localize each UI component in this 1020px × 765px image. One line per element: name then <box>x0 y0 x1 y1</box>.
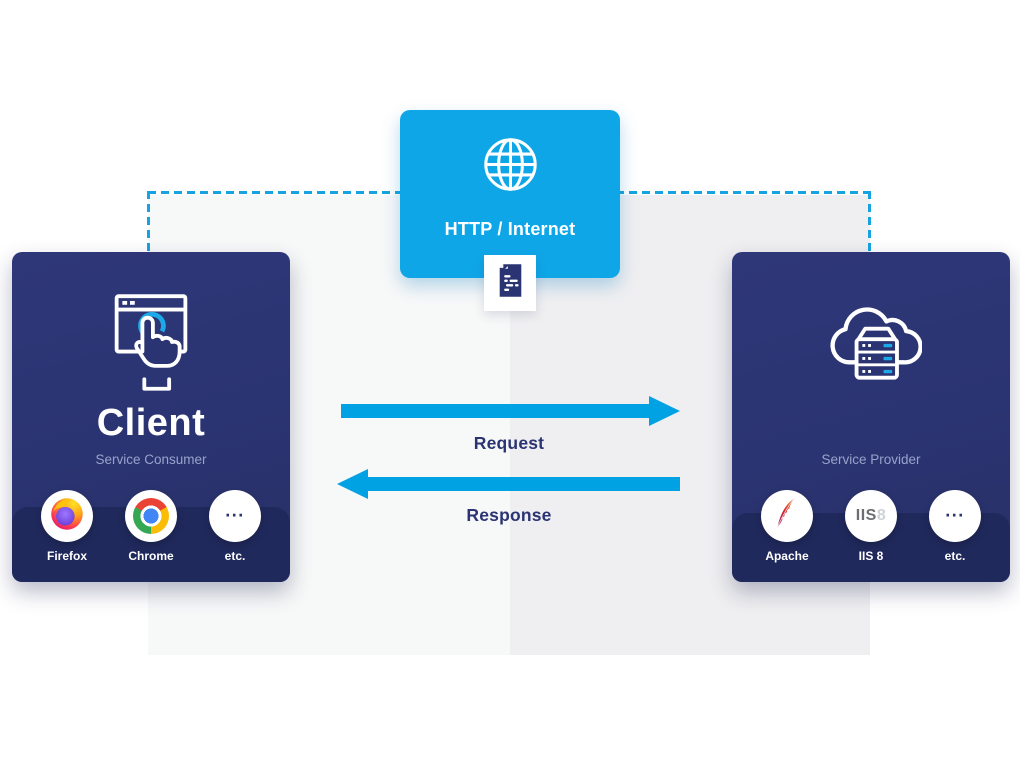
platform-item-apache: Apache <box>755 490 819 563</box>
platform-circle <box>761 490 813 542</box>
request-label: Request <box>473 433 545 453</box>
client-title: Client <box>96 402 206 444</box>
response-label: Response <box>466 505 552 525</box>
platform-item-iis: IIS8 IIS 8 <box>839 490 903 563</box>
globe-icon <box>482 136 539 198</box>
dashed-connector-right <box>868 191 871 253</box>
platform-circle: IIS8 <box>845 490 897 542</box>
provider-card: Service Provider <box>732 252 1010 582</box>
cloud-server-icon <box>820 298 923 397</box>
platform-label: Chrome <box>128 549 174 563</box>
firefox-icon <box>49 496 85 537</box>
request-arrow-head <box>649 396 680 426</box>
provider-subtitle: Service Provider <box>821 452 921 467</box>
client-platform-row: Firefox Chrome ... etc. <box>12 490 290 563</box>
request-arrow <box>341 404 649 418</box>
platform-label: etc. <box>944 549 966 563</box>
http-internet-label: HTTP / Internet <box>444 219 576 239</box>
response-arrow <box>368 477 680 491</box>
platform-label: IIS 8 <box>858 549 884 563</box>
http-internet-card: HTTP / Internet <box>400 110 620 278</box>
platform-item-firefox: Firefox <box>35 490 99 563</box>
chrome-icon <box>133 498 169 534</box>
dashed-connector-left <box>147 191 150 253</box>
apache-feather-icon <box>770 497 804 536</box>
platform-item-etc-provider: ... etc. <box>923 490 987 563</box>
platform-item-chrome: Chrome <box>119 490 183 563</box>
response-arrow-head <box>337 469 368 499</box>
platform-circle: ... <box>929 490 981 542</box>
platform-item-etc-client: ... etc. <box>203 490 267 563</box>
browser-tap-icon <box>109 292 193 397</box>
client-card: Client Service Consumer <box>12 252 290 582</box>
ellipsis-icon: ... <box>225 500 245 521</box>
document-card <box>484 255 536 311</box>
client-subtitle: Service Consumer <box>95 452 207 467</box>
platform-circle <box>125 490 177 542</box>
document-code-icon <box>497 263 524 303</box>
provider-platform-row: Apache IIS8 IIS 8 ... etc. <box>732 490 1010 563</box>
platform-circle <box>41 490 93 542</box>
platform-label: Firefox <box>46 549 87 563</box>
platform-circle: ... <box>209 490 261 542</box>
platform-label: etc. <box>224 549 246 563</box>
ellipsis-icon: ... <box>945 500 965 521</box>
iis-logo: IIS8 <box>855 507 887 524</box>
platform-label: Apache <box>765 549 809 563</box>
